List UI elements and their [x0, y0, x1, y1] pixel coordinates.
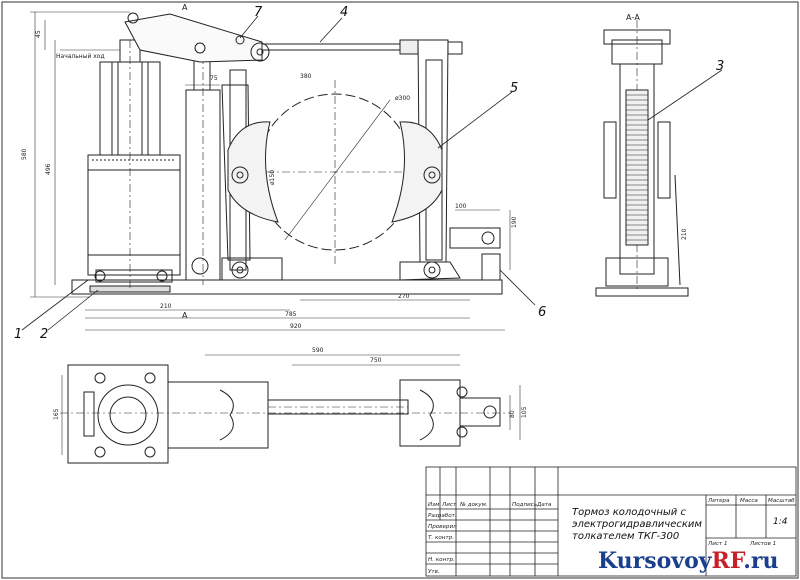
dim-190: 190	[511, 216, 518, 228]
part-label-1: 1	[14, 327, 22, 342]
title-block	[425, 466, 797, 577]
tb-header-sign: Подпись	[512, 502, 537, 508]
part-label-3: 3	[716, 59, 724, 74]
part-label-6: 6	[538, 305, 546, 320]
part-label-7: 7	[254, 5, 263, 20]
lever-plan	[167, 381, 269, 449]
tb-header-izm: Изм	[428, 502, 440, 508]
drawing-title-line-2: электрогидравлическим	[572, 519, 702, 530]
pusher-cylinder	[87, 154, 181, 276]
dim-d300: ø300	[395, 95, 410, 102]
dim-45: 45	[35, 30, 42, 38]
tb-row-5: Утв.	[428, 569, 440, 575]
spring-section	[625, 89, 649, 246]
dim-270: 270	[398, 293, 410, 300]
note-initial-stroke: Начальный ход	[56, 53, 105, 60]
tb-sheets: Листов 1	[749, 541, 776, 547]
dim-section-210: 210	[681, 228, 688, 240]
tb-header-list: Лист	[441, 502, 457, 508]
tb-sheet: Лист 1	[707, 541, 728, 547]
section-view	[595, 20, 689, 297]
tb-row-4: Н. контр.	[428, 557, 455, 563]
top-dimensions	[61, 354, 521, 455]
dim-590: 590	[312, 347, 324, 354]
top-lever	[124, 13, 263, 63]
left-brake-lever	[221, 84, 251, 261]
tb-row-2: Т. контр.	[428, 535, 454, 541]
tb-scale-value: 1:4	[773, 517, 788, 527]
dim-210: 210	[160, 303, 172, 310]
leaders	[21, 15, 723, 331]
right-brake-shoe	[391, 121, 443, 223]
dim-785: 785	[285, 311, 297, 318]
dim-80: 80	[509, 410, 516, 418]
front-dimensions	[30, 11, 511, 331]
tb-litera: Литера	[707, 498, 730, 504]
dim-75: 75	[210, 75, 218, 82]
section-mark-top: А	[182, 3, 188, 12]
dim-750: 750	[370, 357, 382, 364]
dim-105: 105	[521, 406, 528, 418]
dim-920: 920	[290, 323, 302, 330]
dim-d150: ø150	[269, 170, 276, 185]
part-label-4: 4	[340, 5, 348, 20]
tb-header-date: Дата	[536, 502, 552, 508]
section-title: А-А	[626, 13, 640, 22]
section-mark-bottom: А	[182, 311, 188, 320]
part-label-5: 5	[510, 81, 518, 96]
dim-165: 165	[53, 408, 60, 420]
tb-row-1: Проверил	[428, 524, 457, 530]
drawing-title-line-2b: толкателем ТКГ-300	[572, 531, 679, 542]
dim-496: 496	[45, 163, 52, 175]
top-view	[60, 364, 510, 464]
left-brake-shoe	[227, 121, 279, 223]
stop-bracket	[449, 227, 501, 249]
dim-380: 380	[300, 73, 312, 80]
tb-scale-header: Масштаб	[768, 498, 795, 504]
front-view	[71, 12, 503, 295]
drawing-title-line-1: Тормоз колодочный с	[572, 507, 686, 518]
dim-100: 100	[455, 203, 467, 210]
tb-massa: Масса	[740, 498, 758, 504]
tb-row-0: Разработ.	[428, 513, 457, 519]
dim-580: 580	[21, 148, 28, 160]
watermark-logo: KursovoyRF.ru	[598, 548, 778, 574]
tb-header-doc: № докум.	[459, 502, 488, 508]
part-label-2: 2	[40, 327, 48, 342]
